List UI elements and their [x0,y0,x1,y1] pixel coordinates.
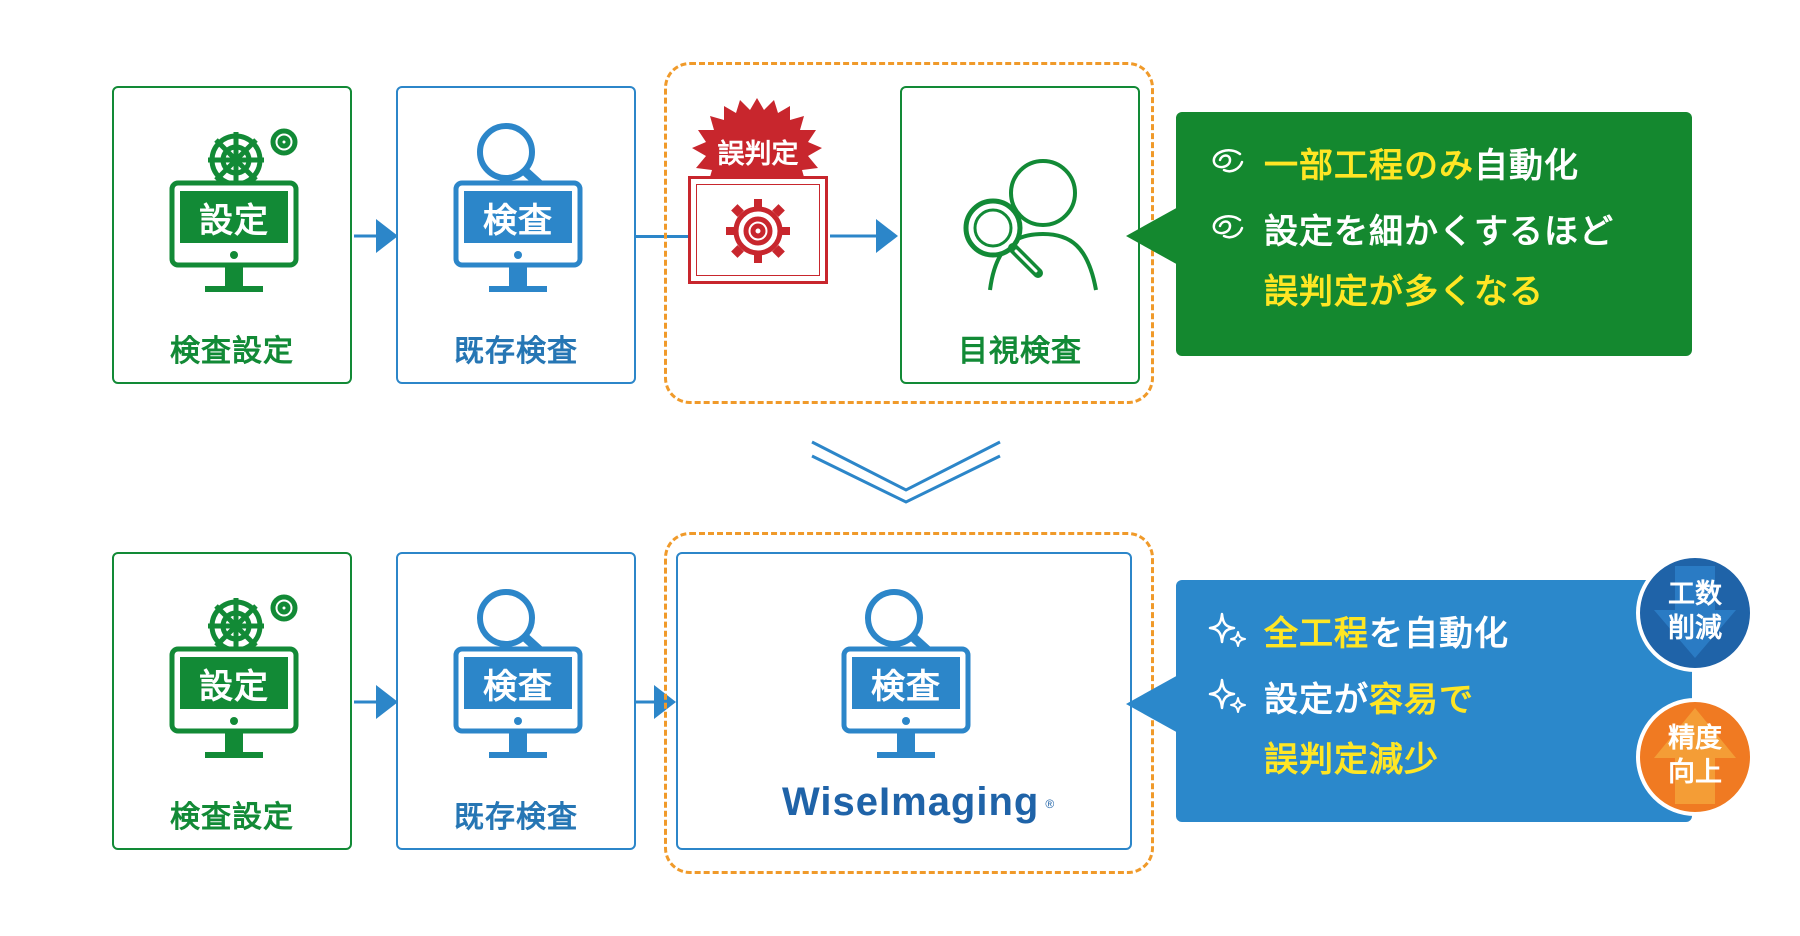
person-inspector-icon [963,159,1098,291]
screen-text-settings: 設定 [199,667,269,707]
box-label: 検査設定 [170,334,294,369]
badge-line2: 削減 [1668,613,1722,644]
bottom-existing-inspection-box: 検査 既存検査 [396,552,636,850]
callout-pointer [1126,206,1180,266]
top-settings-box: 設定 検査設定 [112,86,352,384]
top-callout-line1: 一部工程のみ自動化 [1264,138,1579,187]
reduce-workload-badge: 工数 削減 [1636,554,1754,672]
double-chevron-down-icon [811,440,1001,504]
top-callout: 一部工程のみ自動化 設定を細かくするほど 誤判定が多くなる [1176,112,1692,356]
registered-mark: ® [1045,797,1056,812]
sparkle-icon [1208,612,1246,647]
box-label: 既存検査 [454,334,578,369]
bottom-callout-line2: 設定が容易で [1264,672,1474,721]
down-arrow-icon [1654,566,1736,658]
wiseimaging-box: 検査 WiseImaging ® [676,552,1132,850]
arrow-right-icon [354,219,398,253]
bottom-settings-box: 設定 検査設定 [112,552,352,850]
badge-line1: 工数 [1668,579,1722,610]
badge-line2: 向上 [1668,757,1722,788]
gear-icon [208,594,298,654]
bottom-callout-line3: 誤判定減少 [1264,740,1439,780]
plain-text: を自動化 [1369,614,1509,654]
top-callout-line2: 設定を細かくするほど [1264,212,1614,252]
badge-line1: 精度 [1668,723,1722,754]
logo-text: WiseImaging [782,780,1040,824]
error-burst-icon [692,98,822,184]
gear-icon [726,199,790,263]
monitor-icon [453,646,583,758]
screen-text-inspection: 検査 [483,201,553,241]
screen-text-inspection: 検査 [483,667,553,707]
connector-line [636,235,688,238]
highlight-text: 容易で [1369,680,1474,720]
up-arrow-icon [1654,708,1736,804]
monitor-icon [841,646,971,758]
wiseimaging-logo: WiseImaging ® [782,780,1055,825]
sparkle-icon [1208,678,1246,713]
monitor-icon [169,180,299,292]
screen-text-inspection: 検査 [871,667,941,707]
highlight-text: 全工程 [1264,614,1369,654]
top-callout-line3: 誤判定が多くなる [1264,272,1544,312]
top-existing-inspection-box: 検査 既存検査 [396,86,636,384]
plain-text: 自動化 [1474,146,1579,186]
error-label: 誤判定 [717,139,799,170]
box-label: 検査設定 [170,800,294,835]
callout-pointer [1126,674,1180,734]
error-frame [688,176,828,284]
bottom-callout: 全工程を自動化 設定が容易で 誤判定減少 [1176,580,1692,822]
box-label: 既存検査 [454,800,578,835]
top-visual-inspection-box: 目視検査 [900,86,1140,384]
arrow-right-icon [354,685,398,719]
arrow-right-icon [830,219,898,253]
bottom-callout-line1: 全工程を自動化 [1264,606,1509,655]
monitor-icon [169,646,299,758]
improve-accuracy-badge: 精度 向上 [1636,698,1754,816]
highlight-text: 一部工程のみ [1264,146,1474,186]
swirl-icon [1212,215,1244,239]
swirl-icon [1212,149,1244,173]
monitor-icon [453,180,583,292]
box-label: 目視検査 [958,334,1082,369]
screen-text-settings: 設定 [199,201,269,241]
plain-text: 設定が [1264,680,1369,720]
